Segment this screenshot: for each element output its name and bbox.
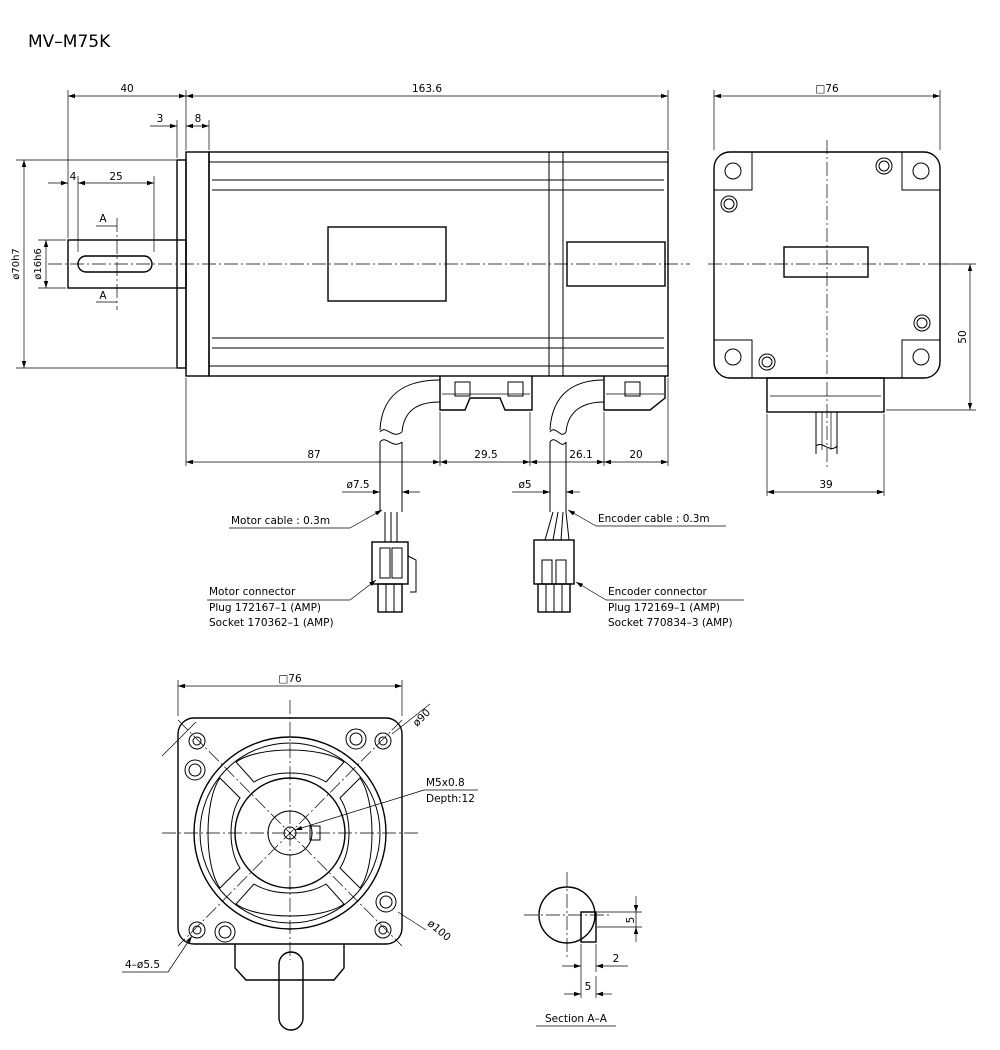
dim-39: 39 xyxy=(819,479,832,491)
motor-connector xyxy=(371,541,417,613)
rear-end-view: □76 50 39 xyxy=(708,83,976,496)
dim-163-6: 163.6 xyxy=(412,83,442,95)
dim-phi-70h7: ø70h7 xyxy=(11,248,22,280)
section-marker-a-bottom: A xyxy=(99,290,107,302)
dim-40: 40 xyxy=(120,83,133,95)
section-a-a: 5 2 5 Section A–A xyxy=(524,872,642,1027)
dim-8: 8 xyxy=(195,113,202,125)
motor-socket-label: Socket 170362–1 (AMP) xyxy=(209,617,334,629)
callouts-top: Motor cable : 0.3m Encoder cable : 0.3m … xyxy=(207,508,744,629)
dim-29-5: 29.5 xyxy=(474,449,497,461)
dim-4: 4 xyxy=(70,171,77,183)
section-dim-2: 2 xyxy=(613,953,620,965)
dim-phi-7-5: ø7.5 xyxy=(346,479,369,491)
dim-phi-5: ø5 xyxy=(518,479,531,491)
thread-depth: Depth:12 xyxy=(426,793,475,805)
rear-cable-gland xyxy=(766,377,885,413)
motor-cable-label: Motor cable : 0.3m xyxy=(231,515,330,527)
rear-label xyxy=(783,246,869,278)
top-dimensions: 40 163.6 3 8 4 25 A A ø70h7 xyxy=(11,83,669,495)
front-cable-gland xyxy=(234,944,345,981)
front-flange-view: □76 ø90 ø100 M5x0.8 Depth:12 4–ø5.5 xyxy=(122,673,478,1031)
dim-50: 50 xyxy=(957,330,969,343)
dim-87: 87 xyxy=(307,449,320,461)
dim-phi-90: ø90 xyxy=(411,707,433,729)
encoder-connector xyxy=(533,539,575,613)
encoder-connector-label: Encoder connector xyxy=(608,586,708,598)
dim-phi-16h6: ø16h6 xyxy=(33,248,44,280)
thread-spec: M5x0.8 xyxy=(426,777,465,789)
dim-3: 3 xyxy=(157,113,164,125)
front-cable xyxy=(278,951,304,1031)
encoder-cable-label: Encoder cable : 0.3m xyxy=(598,513,710,525)
motor-cable-gland xyxy=(439,376,533,411)
drawing-title: MV–M75K xyxy=(28,32,111,52)
dim-phi-100: ø100 xyxy=(425,918,453,944)
dim-front-square-76: □76 xyxy=(278,673,302,685)
encoder-plug-label: Plug 172169–1 (AMP) xyxy=(608,602,720,614)
section-label: Section A–A xyxy=(545,1013,608,1025)
section-dim-5-vertical: 5 xyxy=(625,917,637,924)
section-marker-a-top: A xyxy=(99,213,107,225)
motor-connector-label: Motor connector xyxy=(209,586,296,598)
dim-rear-square-76: □76 xyxy=(815,83,839,95)
encoder-socket-label: Socket 770834–3 (AMP) xyxy=(608,617,733,629)
section-key xyxy=(580,911,597,943)
section-dim-5-horizontal: 5 xyxy=(585,981,592,993)
dim-26-1: 26.1 xyxy=(569,449,592,461)
dim-20: 20 xyxy=(629,449,642,461)
holes-spec: 4–ø5.5 xyxy=(125,959,160,971)
motor-plug-label: Plug 172167–1 (AMP) xyxy=(209,602,321,614)
dim-25: 25 xyxy=(109,171,122,183)
side-elevation-view xyxy=(48,151,690,613)
encoder-cable-gland xyxy=(603,376,666,411)
